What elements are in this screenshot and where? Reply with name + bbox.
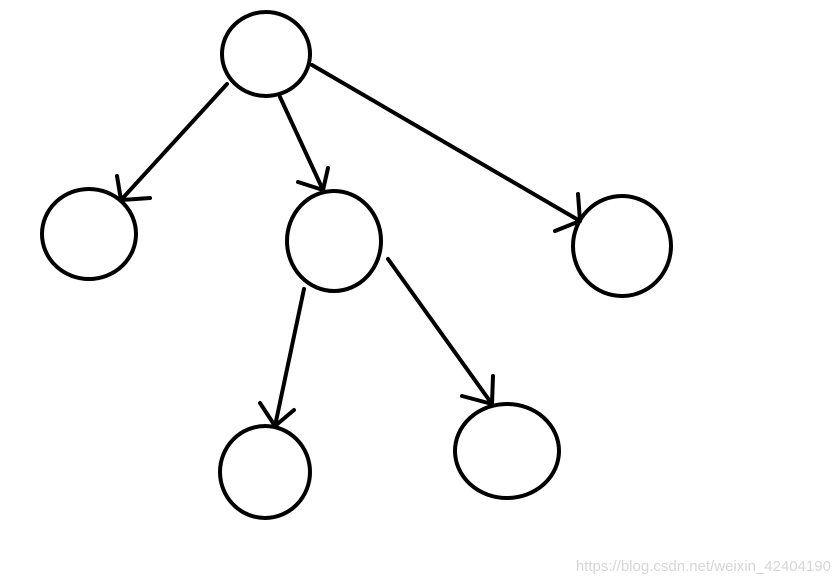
edge-child-middle-to-grandchild-right bbox=[386, 257, 494, 406]
node-child-right bbox=[571, 194, 673, 298]
edge-root-to-child-right bbox=[310, 63, 582, 223]
arrowhead-child-middle bbox=[296, 166, 330, 192]
node-child-middle bbox=[285, 189, 383, 293]
watermark-text: https://blog.csdn.net/weixin_42404190 bbox=[575, 558, 831, 575]
nodes bbox=[40, 10, 673, 520]
node-child-left bbox=[40, 187, 138, 281]
edge-root-to-child-middle bbox=[278, 95, 325, 192]
edge-child-middle-to-grandchild-left bbox=[273, 287, 306, 428]
node-grandchild-right bbox=[453, 402, 561, 500]
edges bbox=[119, 63, 582, 428]
edge-root-to-child-left bbox=[119, 82, 229, 202]
node-grandchild-left bbox=[218, 424, 312, 520]
node-root bbox=[220, 10, 312, 98]
arrowheads bbox=[115, 166, 582, 428]
